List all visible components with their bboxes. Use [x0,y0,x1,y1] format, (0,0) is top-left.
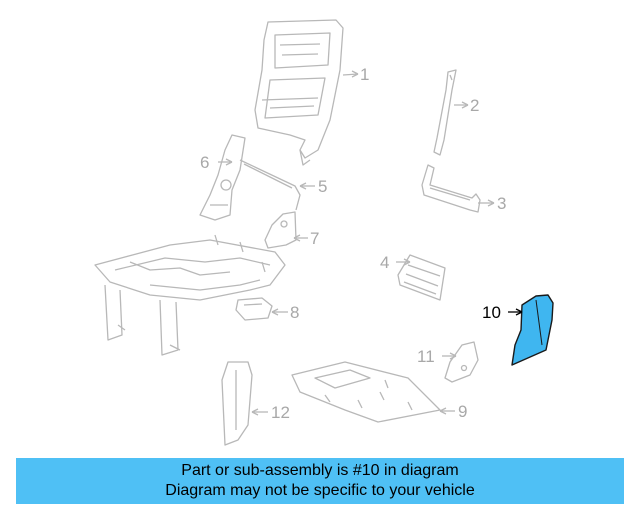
arrowhead-3 [487,199,495,207]
part-11-side-cover[interactable] [444,341,479,383]
arrowhead-5 [299,182,307,190]
part-8-support[interactable] [235,297,273,321]
callout-10[interactable]: 10 [482,303,501,322]
arrowhead-6 [225,158,233,166]
part-2-rod[interactable] [433,69,457,156]
callout-7[interactable]: 7 [310,229,319,248]
part-12-side-panel[interactable] [221,361,253,446]
callout-6[interactable]: 6 [200,153,209,172]
part-4-pad[interactable] [397,254,446,301]
arrowhead-12 [251,408,259,416]
callout-5[interactable]: 5 [318,177,327,196]
callout-9[interactable]: 9 [458,402,467,421]
callout-1[interactable]: 1 [360,65,369,84]
callout-8[interactable]: 8 [290,303,299,322]
part-9-tray[interactable] [291,361,441,423]
arrowhead-7 [293,234,301,242]
arrowhead-2 [461,101,469,109]
arrowhead-8 [271,308,279,316]
seat-base-frame [94,234,286,356]
leader-line-1 [342,73,359,76]
part-7-cover[interactable] [264,211,297,249]
callout-2[interactable]: 2 [470,96,479,115]
banner-line-disclaimer: Diagram may not be specific to your vehi… [165,482,475,499]
callout-4[interactable]: 4 [380,253,389,272]
callout-11[interactable]: 11 [417,347,435,366]
part-3-bracket[interactable] [421,164,481,213]
arrowhead-1 [351,70,359,78]
part-5-link[interactable] [239,159,301,211]
part-1-seatback-frame[interactable] [254,19,344,166]
info-banner: Part or sub-assembly is #10 in diagram D… [16,458,624,504]
part-10-highlighted-trim-panel[interactable] [511,294,554,366]
arrowhead-4 [403,258,411,266]
arrowhead-9 [439,407,447,415]
callout-12[interactable]: 12 [271,403,290,422]
banner-line-part-number: Part or sub-assembly is #10 in diagram [181,462,459,479]
arrowhead-10 [515,308,523,316]
arrowhead-11 [449,352,457,360]
callout-3[interactable]: 3 [497,194,506,213]
part-6-latch[interactable] [199,134,246,221]
